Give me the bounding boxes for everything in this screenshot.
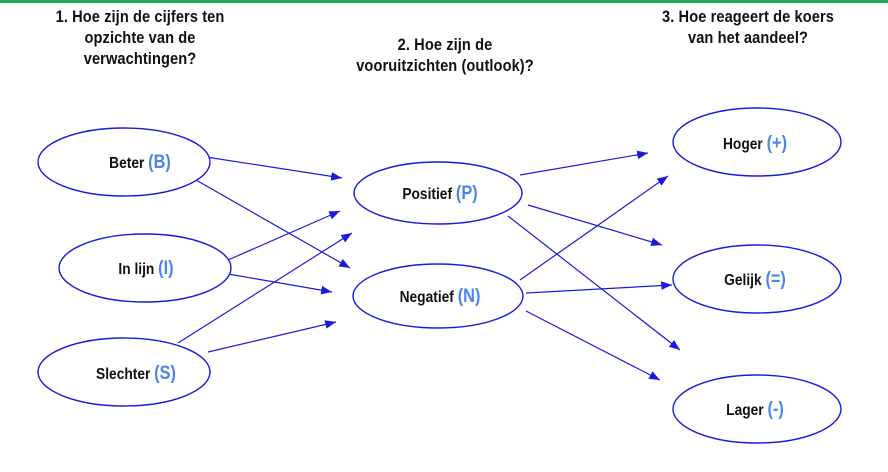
- node-hoger-label: Hoger: [722, 136, 763, 153]
- edge-slechter-to-positief: [177, 232, 353, 344]
- node-in-lijn-code: (I): [158, 258, 174, 279]
- node-gelijk-shape: [672, 244, 842, 314]
- node-in-lijn: In lijn (I): [118, 258, 173, 280]
- node-hoger: Hoger (+): [723, 133, 787, 155]
- node-slechter: Slechter (S): [96, 363, 176, 385]
- node-gelijk: Gelijk (=): [724, 269, 786, 291]
- heading-question-2-line-2: vooruitzichten (outlook)?: [356, 56, 534, 75]
- node-beter-code: (B): [148, 152, 171, 173]
- edge-negatief-to-hoger: [519, 175, 669, 281]
- node-lager-shape: [672, 374, 842, 444]
- heading-question-1-line-1: 1. Hoe zijn de cijfers ten: [55, 7, 225, 26]
- node-lager: Lager (-): [726, 399, 784, 421]
- node-beter-shape: [37, 127, 211, 197]
- heading-question-1-line-2: opzichte van de: [84, 28, 196, 47]
- heading-question-3: 3. Hoe reageert de koers van het aandeel…: [636, 6, 860, 48]
- node-in-lijn-shape: [58, 233, 232, 303]
- node-positief-shape: [353, 161, 523, 225]
- edge-beter-to-negatief: [195, 179, 351, 269]
- edge-negatief-to-gelijk: [525, 281, 673, 294]
- edge-positief-to-gelijk: [527, 204, 663, 247]
- heading-question-2: 2. Hoe zijn de vooruitzichten (outlook)?: [338, 34, 553, 76]
- node-negatief-label: Negatief: [399, 289, 454, 306]
- heading-question-1: 1. Hoe zijn de cijfers ten opzichte van …: [37, 6, 243, 69]
- top-accent-rule: [0, 0, 888, 3]
- node-positief-label: Positief: [402, 186, 453, 203]
- heading-question-1-line-3: verwachtingen?: [83, 49, 197, 68]
- edge-slechter-to-negatief: [207, 320, 337, 353]
- node-gelijk-code: (=): [765, 269, 786, 290]
- node-hoger-shape: [672, 107, 842, 177]
- node-slechter-label: Slechter: [96, 366, 151, 383]
- heading-question-2-line-1: 2. Hoe zijn de: [397, 35, 493, 54]
- edge-negatief-to-lager: [525, 310, 661, 381]
- heading-question-3-line-1: 3. Hoe reageert de koers: [662, 7, 834, 26]
- node-slechter-code: (S): [154, 363, 176, 384]
- node-lager-code: (-): [767, 399, 784, 420]
- edge-in-lijn-to-negatief: [227, 273, 333, 295]
- node-slechter-shape: [37, 337, 211, 407]
- node-in-lijn-label: In lijn: [118, 261, 155, 278]
- edge-positief-to-lager: [507, 215, 681, 351]
- node-hoger-code: (+): [766, 133, 788, 154]
- node-negatief-code: (N): [457, 286, 481, 307]
- edge-positief-to-hoger: [519, 150, 649, 176]
- edge-beter-to-positief: [205, 156, 343, 181]
- node-beter-label: Beter: [109, 155, 145, 172]
- node-negatief-shape: [352, 263, 524, 329]
- heading-question-3-line-2: van het aandeel?: [687, 28, 808, 47]
- node-positief: Positief (P): [402, 183, 477, 205]
- node-gelijk-label: Gelijk: [724, 272, 762, 289]
- node-positief-code: (P): [455, 183, 478, 204]
- node-lager-label: Lager: [726, 402, 764, 419]
- node-beter: Beter (B): [109, 152, 171, 174]
- node-negatief: Negatief (N): [400, 286, 481, 308]
- edge-in-lijn-to-positief: [227, 210, 341, 261]
